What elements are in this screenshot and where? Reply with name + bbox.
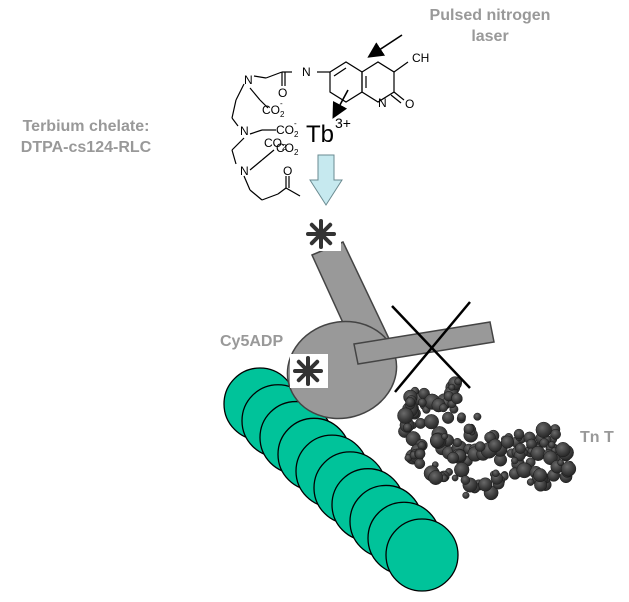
tnt-subunit	[514, 442, 526, 454]
laser-label-line1: Pulsed nitrogen	[430, 7, 551, 24]
energy-transfer-arrow	[309, 154, 343, 206]
terbium-ion: Tb 3+	[306, 115, 351, 148]
laser-label-line2: laser	[471, 28, 508, 45]
tnt-subunit	[548, 441, 556, 449]
tnt-subunit	[448, 383, 456, 391]
cy5-label: Cy5ADP	[220, 333, 283, 350]
tnt-subunit	[462, 491, 470, 499]
chelate-label-line2: DTPA-cs124-RLC	[21, 139, 152, 156]
tnt-subunit	[405, 397, 416, 408]
star-core	[304, 367, 312, 375]
tnt-subunit	[516, 462, 533, 479]
tnt-subunit	[560, 461, 577, 477]
chelate-label-line1: Terbium chelate:	[23, 118, 150, 135]
chem-o-ring: O	[405, 97, 414, 111]
tnt-subunit	[441, 433, 448, 440]
tnt-subunit	[513, 428, 525, 440]
tnt-subunit	[555, 442, 571, 458]
tnt-subunit	[535, 421, 552, 438]
chem-n3: N	[240, 164, 249, 178]
chem-co2-a-sup: -	[280, 99, 283, 108]
tnt-subunit	[417, 398, 427, 407]
tnt-subunit	[414, 448, 426, 460]
tnt-subunit	[428, 470, 444, 485]
tnt-subunit	[451, 474, 459, 482]
chem-co2-a: CO	[262, 103, 280, 117]
chem-co2-b: CO	[276, 123, 294, 137]
tnt-subunit	[397, 407, 414, 424]
star-core	[317, 230, 325, 238]
myosin	[286, 241, 495, 420]
chem-co2-a-sub: 2	[280, 110, 285, 119]
tnt-subunit	[414, 458, 426, 470]
tnt-subunit	[463, 423, 475, 435]
myosin-alt-lever	[353, 321, 495, 365]
tnt-subunit	[457, 412, 466, 422]
chelate-structure: CH N N O O N N N O CO 2 - CO 2 - CO 2 CO…	[231, 51, 429, 201]
chem-n1: N	[244, 73, 253, 87]
chem-co2-c-sub: 2	[282, 143, 287, 152]
chem-o-amide: O	[278, 86, 287, 100]
tnt-subunit	[492, 469, 500, 478]
tnt-subunit	[442, 411, 455, 424]
chem-co2-c: CO	[264, 136, 282, 150]
tnt-subunit	[452, 437, 462, 448]
tnt-subunit	[402, 422, 413, 432]
chem-co2-b-sup: -	[294, 119, 297, 128]
tnt-subunit	[430, 433, 445, 448]
tnt-subunit	[439, 403, 448, 413]
chem-n-amide: N	[302, 65, 311, 79]
laser-arrow	[367, 34, 403, 58]
tnt-subunit	[511, 456, 519, 465]
chem-n2: N	[240, 124, 249, 138]
chem-co2-d: CO	[276, 141, 294, 155]
troponin-t-structure	[397, 376, 577, 501]
acceptor-star-marker	[290, 354, 328, 388]
chem-co2-d-sub: 2	[294, 148, 299, 157]
actin-monomer	[385, 518, 459, 592]
tnt-label: Tn T	[580, 429, 614, 446]
tnt-subunit	[454, 377, 463, 386]
terbium-symbol: Tb	[306, 121, 334, 148]
chem-co2-b-sub: 2	[294, 130, 299, 139]
tnt-subunit	[460, 475, 471, 485]
donor-star-marker	[303, 217, 341, 251]
tnt-subunit	[557, 459, 565, 467]
chem-ch: CH	[412, 51, 429, 65]
chem-n-ring: N	[378, 96, 387, 110]
terbium-charge: 3+	[335, 115, 351, 131]
sensitization-arrow	[332, 89, 349, 119]
cross-mark	[391, 301, 471, 393]
tnt-subunit	[451, 392, 463, 405]
tnt-subunit	[474, 441, 486, 452]
tnt-subunit	[550, 428, 561, 440]
tnt-subunit	[423, 414, 439, 430]
tnt-subunit	[447, 451, 459, 464]
tnt-subunit	[500, 435, 515, 449]
actin-filament	[223, 367, 459, 592]
tnt-subunit	[488, 438, 502, 453]
tnt-subunit	[533, 468, 548, 483]
tnt-subunit	[473, 412, 482, 421]
tnt-subunit	[526, 478, 535, 486]
tnt-subunit	[478, 477, 493, 492]
chem-o-end: O	[283, 164, 292, 178]
